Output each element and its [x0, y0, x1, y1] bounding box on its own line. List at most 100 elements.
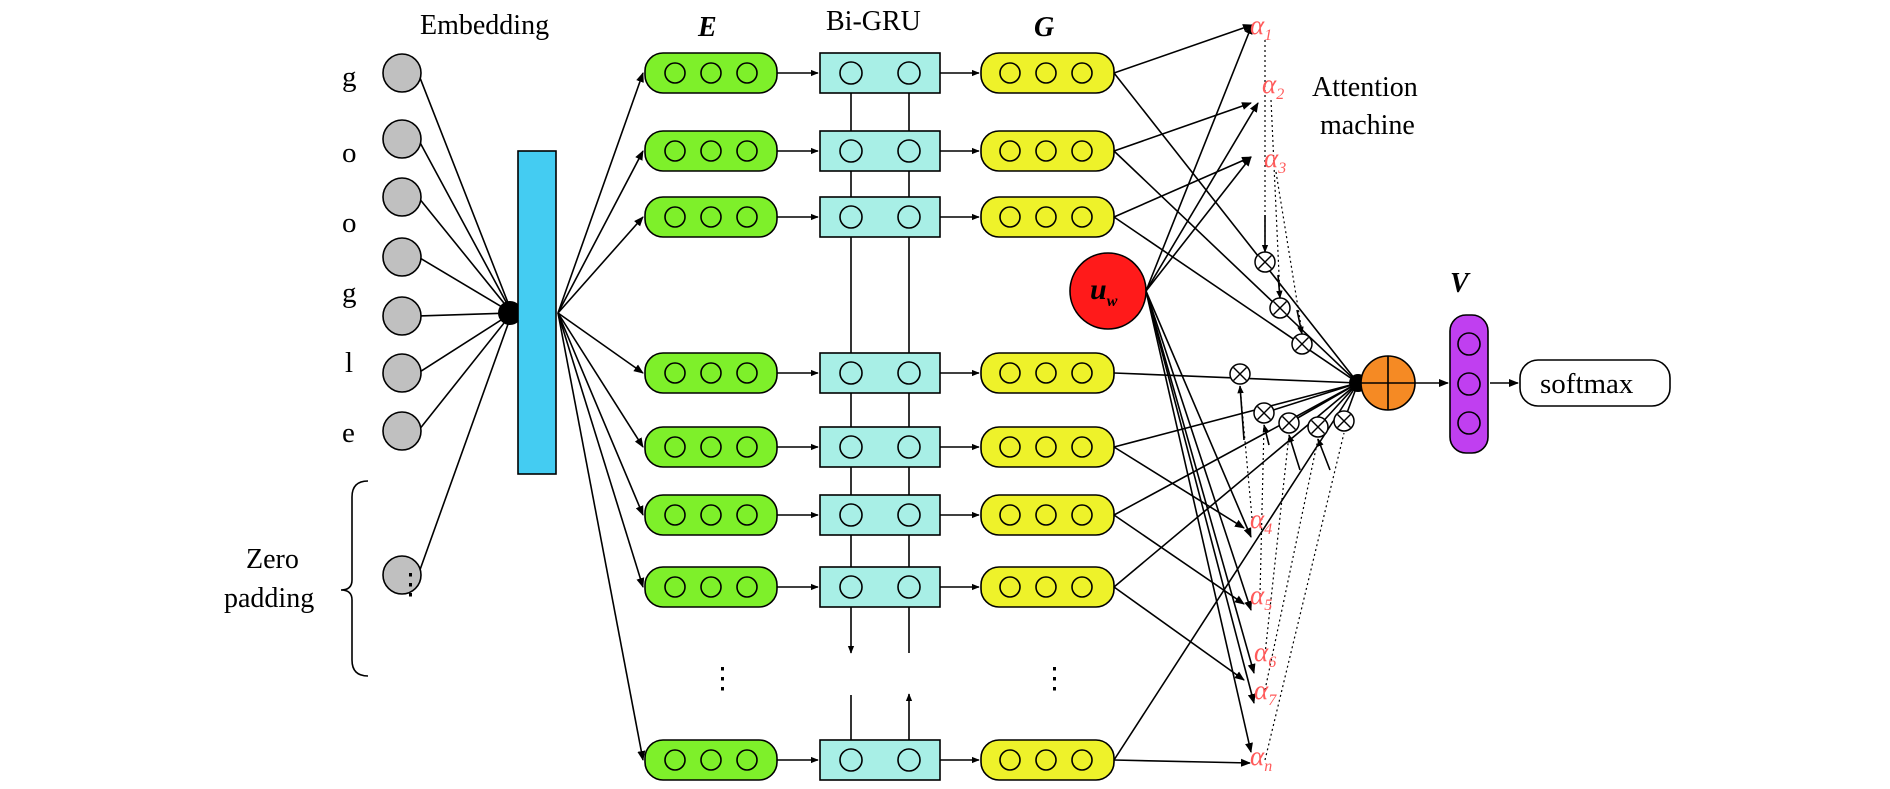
- e-unit: [664, 362, 686, 384]
- embedding-hub-dot: [498, 301, 522, 325]
- input-char-g: g: [342, 277, 357, 309]
- g-unit: [1035, 504, 1057, 526]
- e-unit: [736, 576, 758, 598]
- alpha-weight-label: α3: [1264, 143, 1286, 177]
- g-unit: [999, 576, 1021, 598]
- gru-forward-unit: [839, 748, 863, 772]
- alpha-weight-label: α4: [1250, 504, 1272, 538]
- e-unit: [664, 436, 686, 458]
- g-vector: [980, 566, 1115, 608]
- v-unit: [1457, 411, 1481, 435]
- e-unit: [736, 62, 758, 84]
- input-node: [382, 119, 422, 159]
- g-to-alpha-arrow: [1113, 514, 1245, 605]
- input-to-embedding-line: [419, 312, 513, 571]
- gru-backward-unit: [897, 748, 921, 772]
- uw-to-alpha-arrow: [1145, 156, 1252, 292]
- input-char-e: e: [342, 417, 355, 449]
- e-header: E: [697, 12, 717, 43]
- embedding-header: Embedding: [420, 10, 549, 41]
- gru-backward-unit: [897, 361, 921, 385]
- bigru-cell: [819, 426, 941, 468]
- uw-to-alpha-arrow: [1145, 290, 1256, 704]
- input-to-embedding-line: [419, 142, 513, 314]
- g-unit: [1035, 749, 1057, 771]
- g-unit: [1071, 140, 1093, 162]
- g-unit: [999, 62, 1021, 84]
- attention-header-line1: Attention: [1312, 72, 1418, 103]
- uw-to-alpha-arrow: [1145, 290, 1253, 753]
- gru-forward-unit: [839, 361, 863, 385]
- e-unit: [664, 206, 686, 228]
- g-to-alpha-arrow: [1113, 24, 1253, 74]
- g-to-alpha-arrow: [1113, 102, 1252, 152]
- input-node: [382, 555, 422, 595]
- g-vector: [980, 494, 1115, 536]
- input-char-l: l: [345, 347, 353, 379]
- alpha-weight-label: α2: [1262, 69, 1284, 103]
- g-unit: [1071, 62, 1093, 84]
- input-to-embedding-line: [419, 312, 513, 430]
- embedding-to-e-arrow: [557, 150, 644, 314]
- g-unit: [999, 504, 1021, 526]
- e-unit: [700, 436, 722, 458]
- multiply-icon: [1337, 414, 1351, 428]
- g-unit: [1035, 62, 1057, 84]
- g-unit: [999, 206, 1021, 228]
- g-vector: [980, 130, 1115, 172]
- e-unit: [736, 206, 758, 228]
- otimes-to-sum-line: [1288, 382, 1359, 424]
- alpha-to-otimes-arrow: [1276, 274, 1283, 299]
- g-to-sum-line: [1113, 150, 1359, 384]
- g-unit: [999, 362, 1021, 384]
- e-unit: [700, 140, 722, 162]
- gru-forward-unit: [839, 435, 863, 459]
- uw-context-vector: [1069, 252, 1147, 330]
- alpha-dotted-line: [1264, 434, 1290, 655]
- connections: [340, 24, 1519, 767]
- g-unit: [1071, 504, 1093, 526]
- input-char-o: o: [342, 207, 357, 239]
- uw-to-alpha-arrow: [1145, 290, 1252, 611]
- gru-forward-unit: [839, 205, 863, 229]
- alpha-dotted-line: [1259, 424, 1265, 596]
- e-unit: [700, 62, 722, 84]
- input-to-embedding-line: [419, 77, 513, 314]
- embedding-to-e-arrow: [557, 312, 645, 588]
- zero-padding-label-line2: padding: [224, 583, 314, 614]
- g-unit: [999, 436, 1021, 458]
- attention-header-line2: machine: [1320, 110, 1415, 141]
- g-to-alpha-arrow: [1113, 758, 1251, 767]
- g-to-sum-line: [1113, 382, 1359, 516]
- softmax-label: softmax: [1540, 368, 1634, 400]
- alpha-dotted-line: [1264, 432, 1345, 761]
- input-node: [382, 237, 422, 277]
- alpha-to-otimes-arrow: [1317, 438, 1331, 471]
- alpha-to-otimes-arrow: [1237, 385, 1245, 441]
- e-unit: [700, 504, 722, 526]
- alpha-weight-label: α6: [1254, 637, 1276, 671]
- alpha-weight-label: α5: [1250, 580, 1272, 614]
- multiply-icon: [1258, 255, 1272, 269]
- g-unit: [1035, 436, 1057, 458]
- e-unit: [736, 504, 758, 526]
- gru-backward-unit: [897, 435, 921, 459]
- zero-padding-bracket: [340, 480, 369, 677]
- g-to-alpha-arrow: [1113, 156, 1252, 218]
- g-vector: [980, 426, 1115, 468]
- g-vector: [980, 352, 1115, 394]
- shapes: [382, 52, 1671, 781]
- e-ellipsis: ⋮: [708, 663, 737, 695]
- bigru-cell: [819, 196, 941, 238]
- bigru-cell: [819, 52, 941, 94]
- multiply-icon: [1233, 367, 1247, 381]
- g-header: G: [1034, 12, 1054, 43]
- uw-to-alpha-arrow: [1145, 290, 1252, 538]
- uw-to-alpha-arrow: [1145, 24, 1253, 292]
- input-to-embedding-line: [419, 312, 513, 317]
- e-unit: [664, 749, 686, 771]
- multiply-icon: [1282, 416, 1296, 430]
- embedding-to-e-arrow: [557, 216, 644, 314]
- e-unit: [664, 62, 686, 84]
